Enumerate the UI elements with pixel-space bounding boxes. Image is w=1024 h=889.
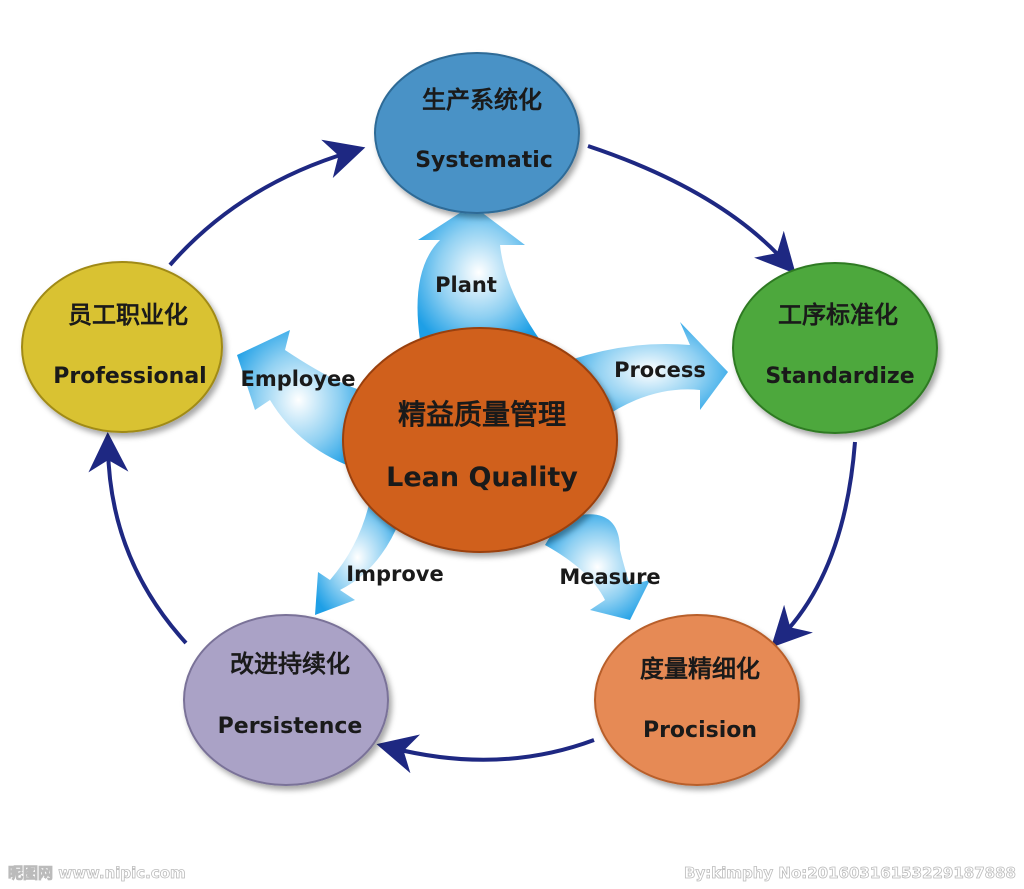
cycle-arrow-professional-to-systematic [168, 139, 366, 267]
spoke-arrow-improve [315, 500, 400, 615]
node-procision: 度量精细化 Procision [594, 614, 800, 786]
spoke-arrow-plant [417, 205, 540, 340]
spoke-arrow-measure [545, 514, 650, 620]
node-label-zh: 度量精细化 [640, 655, 760, 683]
node-label-zh: 工序标准化 [778, 301, 898, 329]
cycle-arrow-standardize-to-procision [770, 441, 857, 648]
node-persistence: 改进持续化 Persistence [183, 614, 389, 786]
watermark-right: By:kimphy No:20160316153229187888 [684, 864, 1016, 882]
node-label-en: Professional [53, 364, 206, 389]
cycle-arrows [88, 139, 857, 774]
node-standardize: 工序标准化 Standardize [732, 262, 938, 434]
center-label-zh: 精益质量管理 [398, 398, 566, 431]
node-label-en: Systematic [415, 148, 553, 173]
cycle-arrow-persistence-to-professional [88, 432, 188, 645]
center-node: 精益质量管理 Lean Quality [342, 327, 618, 553]
spoke-label-improve: Improve [346, 562, 443, 586]
spoke-arrows [237, 205, 728, 620]
spoke-arrow-process [570, 322, 728, 420]
node-label-en: Persistence [218, 714, 363, 739]
spoke-label-employee: Employee [240, 367, 355, 391]
node-label-en: Standardize [765, 364, 914, 389]
spoke-arrow-employee [237, 330, 360, 470]
spoke-label-process: Process [614, 358, 706, 382]
node-label-en: Procision [643, 718, 757, 743]
spoke-label-plant: Plant [435, 273, 497, 297]
center-label-en: Lean Quality [386, 462, 578, 493]
node-label-zh: 员工职业化 [68, 301, 188, 329]
cycle-arrow-systematic-to-standardize [587, 144, 796, 274]
node-label-zh: 改进持续化 [230, 650, 350, 678]
spoke-label-measure: Measure [559, 565, 660, 589]
node-label-zh: 生产系统化 [422, 86, 542, 114]
cycle-arrow-procision-to-persistence [376, 734, 595, 774]
node-professional: 员工职业化 Professional [21, 261, 223, 433]
node-systematic: 生产系统化 Systematic [374, 52, 580, 214]
watermark-left: 昵图网 www.nipic.com [8, 864, 186, 882]
